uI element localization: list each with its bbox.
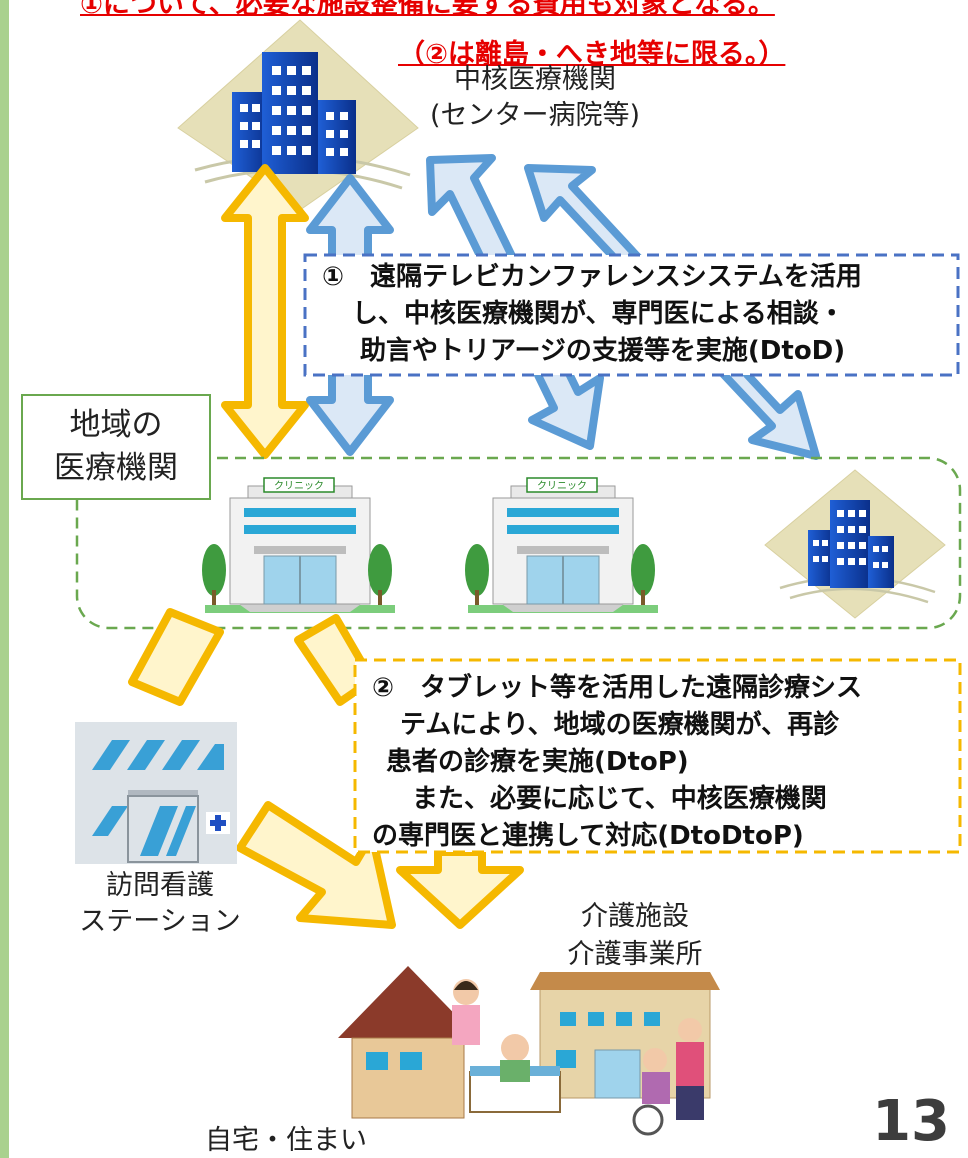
regional-hospital-illustration	[764, 469, 946, 619]
arrow-regional-nursing-yellow	[128, 608, 224, 706]
clinic-illustration-2: クリニック	[465, 477, 658, 613]
top-note-line1: ①について、必要な施設整備に要する費用も対象となる。	[80, 0, 775, 20]
clinic-sign-2: クリニック	[537, 480, 587, 492]
dtop-line-2: テムにより、地域の医療機関が、再診	[400, 710, 840, 740]
page-number: 13	[872, 1089, 950, 1154]
regional-label-line2: 医療機関	[54, 450, 178, 486]
clinic-sign-1: クリニック	[274, 480, 324, 492]
dtod-callout-text: ① 遠隔テレビカンファレンスシステムを活用 し、中核医療機関が、専門医による相談…	[322, 259, 952, 370]
nursing-station-label-line1: 訪問看護	[106, 870, 214, 901]
dtod-line-2: し、中核医療機関が、専門医による相談・	[352, 299, 845, 329]
care-facility-label-line1: 介護施設	[581, 901, 689, 932]
dtop-callout-text: ② タブレット等を活用した遠隔診療シス テムにより、地域の医療機関が、再診 患者…	[372, 670, 957, 855]
arrow-regional-care-yellow	[396, 848, 524, 929]
nursing-station-label-line2: ステーション	[79, 906, 241, 937]
top-note-line2: （②は離島・へき地等に限る。）	[398, 39, 786, 70]
regional-institutions-container	[75, 456, 962, 630]
dtop-line-1: ② タブレット等を活用した遠隔診療シス	[372, 673, 863, 703]
dtop-callout-box	[353, 658, 962, 854]
clinic-illustration-1: クリニック	[202, 477, 395, 613]
home-label: 自宅・住まい	[205, 1125, 367, 1156]
arrow-core-regional-yellow	[221, 164, 309, 459]
care-facility-label: 介護施設 介護事業所	[535, 898, 735, 974]
side-accent-bar	[0, 0, 9, 1158]
dtop-line-3: 患者の診療を実施(DtoP)	[386, 747, 689, 777]
dtod-line-3: 助言やトリアージの支援等を実施(DtoD)	[360, 336, 846, 366]
core-hospital-illustration	[177, 19, 419, 211]
core-hospital-label-line1: 中核医療機関	[454, 64, 616, 95]
arrow-nursing-home-yellow	[236, 801, 396, 929]
home-care-illustration	[338, 966, 720, 1136]
dtod-callout-box	[303, 253, 960, 377]
dtop-line-5: の専門医と連携して対応(DtoDtoP)	[372, 821, 804, 851]
nursing-station-label: 訪問看護 ステーション	[60, 868, 260, 940]
core-hospital-label: 中核医療機関 (センター病院等)	[415, 62, 655, 134]
dtop-line-4: また、必要に応じて、中核医療機関	[386, 784, 827, 814]
regional-institutions-label: 地域の 医療機関	[21, 394, 211, 500]
nursing-station-illustration	[75, 722, 237, 864]
dtod-line-1: ① 遠隔テレビカンファレンスシステムを活用	[322, 262, 862, 292]
care-facility-label-line2: 介護事業所	[567, 939, 703, 970]
core-hospital-label-line2: (センター病院等)	[429, 100, 641, 131]
regional-label-line1: 地域の	[69, 407, 163, 443]
